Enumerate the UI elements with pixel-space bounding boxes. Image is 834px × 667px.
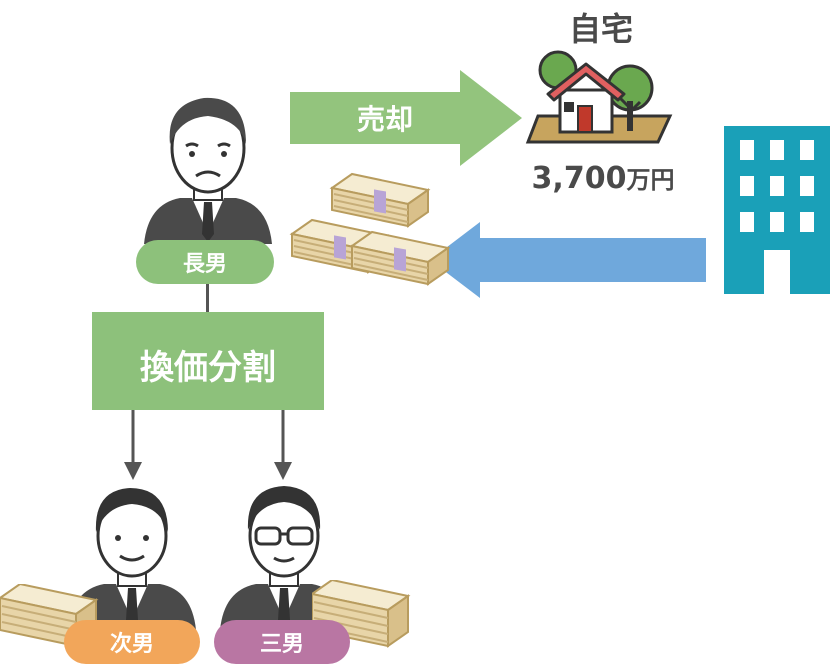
payment-arrow bbox=[430, 222, 706, 298]
connector-line bbox=[206, 284, 209, 314]
split-box-label: 換価分割 bbox=[140, 348, 276, 388]
split-box bbox=[92, 312, 324, 410]
money-stack-icon bbox=[291, 173, 449, 285]
sale-arrow bbox=[290, 70, 522, 166]
home-price: 3,700万円 bbox=[508, 160, 698, 196]
home-price-number: 3,700 bbox=[531, 161, 627, 196]
building-icon bbox=[724, 126, 830, 294]
down-arrow-third bbox=[274, 410, 292, 480]
eldest-son-label: 長男 bbox=[136, 240, 274, 284]
sale-arrow-label: 売却 bbox=[356, 103, 413, 136]
house-icon bbox=[525, 50, 673, 144]
second-son-figure bbox=[68, 488, 196, 630]
eldest-son-figure bbox=[144, 97, 272, 244]
down-arrow-second bbox=[124, 410, 142, 480]
third-son-label: 三男 bbox=[214, 620, 350, 664]
home-price-unit: 万円 bbox=[626, 166, 675, 194]
home-title: 自宅 bbox=[568, 10, 633, 48]
second-son-label: 次男 bbox=[64, 620, 200, 664]
